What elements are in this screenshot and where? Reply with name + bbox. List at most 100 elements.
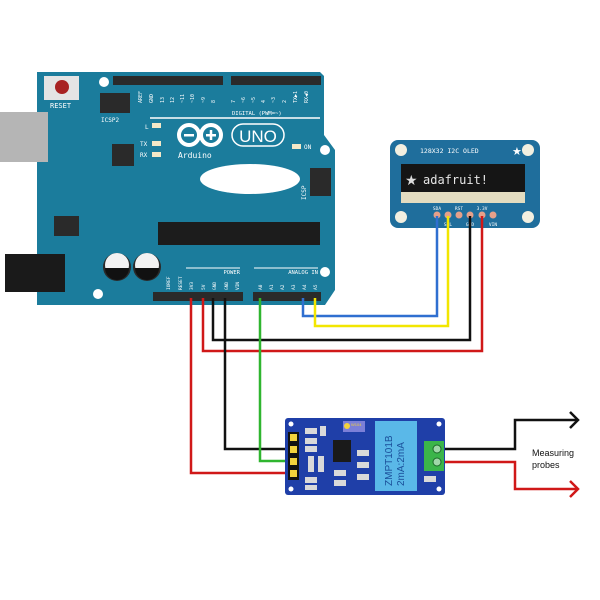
pin-label: GND	[149, 94, 155, 103]
sensor-model: ZMPT101B	[384, 435, 395, 486]
arrow-head-icon	[569, 411, 580, 429]
oled-pin-label: VIN	[489, 222, 497, 228]
wire-signal-sensor	[258, 298, 293, 463]
icsp2-label: ICSP2	[101, 117, 119, 124]
digital-header-right	[231, 76, 321, 85]
pin-label: 13	[160, 97, 166, 103]
wire-gnd-sensor	[223, 298, 293, 451]
digital-label: DIGITAL (PWM=~)	[232, 111, 282, 117]
zmpt101b-sensor-module[interactable]: W104 ZMPT101B 2mA:2mA	[285, 418, 445, 495]
oled-pin	[433, 211, 441, 219]
reset-label: RESET	[50, 102, 72, 110]
oled-pin-label: SDA	[433, 206, 441, 212]
pin-label: 3V3	[189, 282, 195, 290]
sensor-ratio: 2mA:2mA	[396, 442, 407, 486]
pin-label: IOREF	[166, 276, 172, 290]
wire-power-sensor	[189, 298, 293, 475]
led-on	[292, 144, 301, 149]
op-amp-chip	[333, 440, 351, 462]
pin-label: ~10	[190, 94, 196, 103]
pin-label: ~9	[201, 97, 207, 103]
led-tx-label: TX	[140, 141, 148, 148]
pin-label: 8	[211, 100, 217, 103]
screw-terminal[interactable]	[424, 441, 444, 471]
wires	[189, 216, 580, 498]
analog-header	[253, 292, 321, 301]
arduino-logo-text: Arduino	[178, 151, 212, 160]
label-sticker	[200, 164, 300, 194]
pin-label: GND	[212, 282, 218, 290]
analog-label: ANALOG IN	[288, 270, 318, 276]
usb-chip	[112, 144, 134, 166]
oled-pin	[489, 211, 497, 219]
pin-label: 2	[282, 100, 288, 103]
arrow-head-icon	[569, 480, 580, 498]
power-label: POWER	[223, 270, 240, 276]
pin-label: ~5	[251, 97, 257, 103]
probes-label-line1: Measuring	[532, 448, 574, 458]
oled-glass	[401, 192, 525, 203]
probe-wire-black	[437, 418, 578, 451]
sensor-header-pins	[288, 432, 299, 480]
probe-wire-red	[437, 460, 578, 491]
pin-label: A3	[291, 284, 297, 290]
capacitors	[103, 253, 161, 281]
pin-label: TX▶1	[293, 91, 299, 103]
potentiometer[interactable]	[343, 421, 365, 432]
potentiometer-knob[interactable]	[344, 423, 350, 429]
pin-label: RESET	[178, 276, 184, 290]
led-l-label: L	[145, 124, 149, 131]
led-on-label: ON	[304, 144, 312, 151]
wire-scl	[313, 216, 450, 328]
atmega-chip	[158, 222, 320, 245]
pin-label: 5V	[201, 284, 207, 290]
pin-label: RX◀0	[304, 91, 310, 103]
smd-components	[305, 426, 369, 490]
pin-label: 12	[170, 97, 176, 103]
pin-label: A5	[313, 284, 319, 290]
adafruit-star-icon: ★	[405, 174, 418, 189]
oled-pin	[478, 211, 486, 219]
pin-label: ~11	[180, 94, 186, 103]
arduino-logo	[177, 123, 223, 147]
adafruit-star-icon: ★	[512, 146, 522, 158]
usb-connector	[0, 112, 48, 162]
mount-hole	[320, 267, 330, 277]
pin-label: ~6	[241, 97, 247, 103]
icsp-label: ICSP	[301, 185, 308, 200]
pin-label: ~3	[271, 97, 277, 103]
oled-screen	[401, 164, 525, 192]
pin-label: A4	[302, 284, 308, 290]
led-tx	[152, 141, 161, 146]
pin-label: A2	[280, 284, 286, 290]
led-rx	[152, 152, 161, 157]
wire-power-oled	[201, 216, 484, 353]
oled-display-module[interactable]: 128X32 I2C OLED ★ ★ adafruit! SDASCLRSTG…	[390, 140, 540, 228]
probes-label-line2: probes	[532, 460, 560, 470]
oled-pin-label: 3.3V	[477, 206, 488, 212]
voltage-regulator	[54, 216, 79, 236]
uno-badge	[231, 123, 285, 147]
mount-hole	[99, 77, 109, 87]
wire-gnd-oled	[211, 216, 472, 342]
power-jack	[5, 254, 65, 292]
reset-button-cap	[55, 80, 69, 94]
pot-label: W104	[351, 422, 362, 427]
pin-label: A0	[258, 284, 264, 290]
oled-pin	[466, 211, 474, 219]
wire-sda	[301, 216, 439, 318]
pin-label: VIN	[235, 282, 241, 290]
oled-pin-label: RST	[455, 206, 463, 212]
pin-label: 4	[261, 100, 267, 103]
icsp-header	[310, 168, 331, 196]
mount-hole	[320, 145, 330, 155]
oled-pin	[444, 211, 452, 219]
model-label: UNO	[239, 127, 277, 146]
oled-title: 128X32 I2C OLED	[420, 147, 479, 155]
power-header	[153, 292, 243, 301]
